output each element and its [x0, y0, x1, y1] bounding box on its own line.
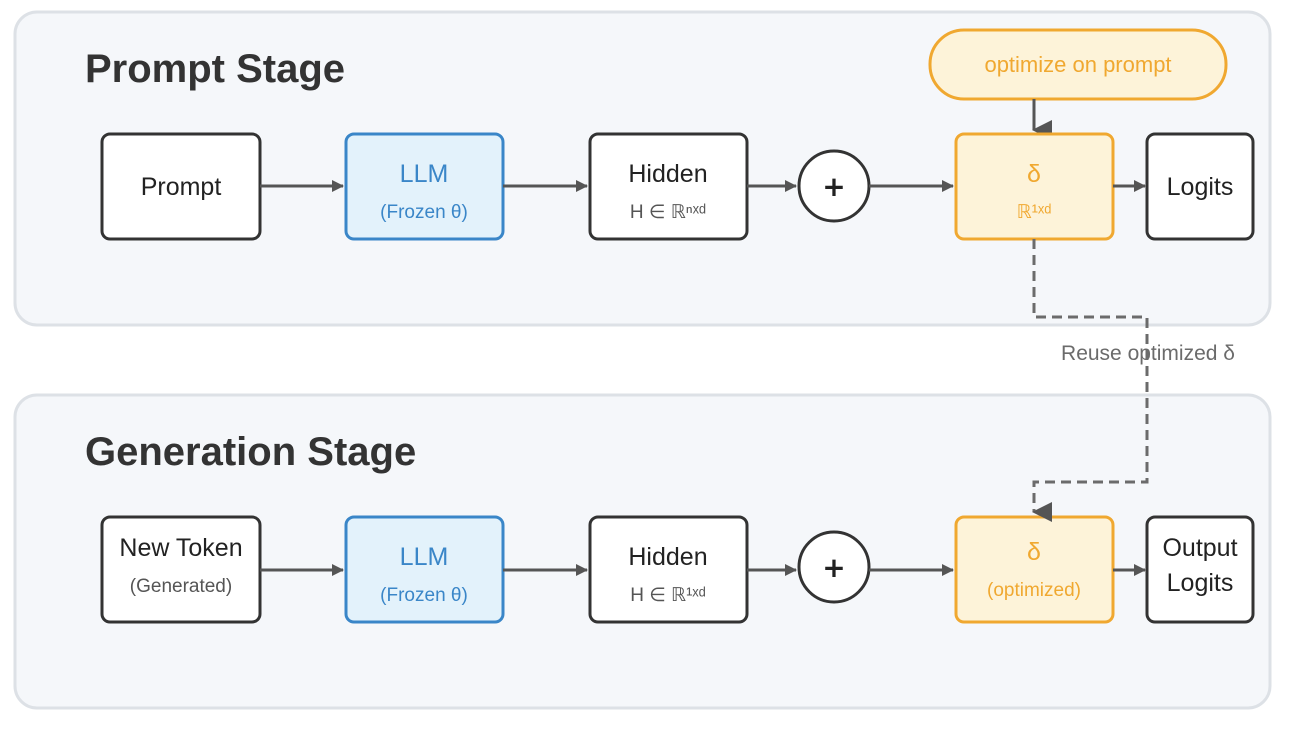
prompt-box-label: Prompt — [141, 173, 222, 201]
hidden-box-sublabel: H ∈ ℝⁿˣᵈ — [630, 202, 706, 223]
output-logits-box — [1145, 515, 1255, 624]
gen-hidden-box-sublabel: H ∈ ℝ¹ˣᵈ — [630, 585, 706, 606]
gen-delta-box-sublabel: (optimized) — [987, 580, 1081, 601]
optimize-badge — [928, 28, 1228, 101]
new-token-box-label: New Token — [119, 534, 242, 562]
prompt-stage-title: Prompt Stage — [85, 47, 345, 91]
optimize-badge-label: optimize on prompt — [984, 52, 1171, 77]
new-token-box-sublabel: (Generated) — [130, 576, 232, 597]
prompt-stage-panel: Prompt Stage optimize on prompt Prompt L… — [13, 10, 1272, 327]
llm-box-sublabel: (Frozen θ) — [380, 202, 468, 223]
new-token-box — [100, 515, 262, 624]
output-logits-label-line1: Output — [1162, 534, 1237, 562]
reuse-delta-connector — [1032, 239, 1149, 522]
hidden-box-label: Hidden — [628, 160, 707, 188]
gen-hidden-box-label: Hidden — [628, 543, 707, 571]
generation-stage-title: Generation Stage — [85, 430, 416, 474]
gen-delta-box — [954, 515, 1115, 624]
output-logits-label-line2: Logits — [1167, 569, 1234, 597]
logits-box-label: Logits — [1167, 173, 1234, 201]
gen-plus-sign: + — [822, 551, 845, 584]
llm-box-label: LLM — [400, 160, 449, 188]
gen-plus-node — [797, 530, 871, 604]
gen-llm-box-label: LLM — [400, 543, 449, 571]
reuse-delta-label: Reuse optimized δ — [1061, 342, 1235, 365]
gen-delta-box-label: δ — [1027, 538, 1041, 566]
delta-box-sublabel: ℝ¹ˣᵈ — [1017, 202, 1052, 223]
plus-sign: + — [822, 170, 845, 203]
generation-stage-panel: Generation Stage New Token (Generated) L… — [13, 393, 1272, 710]
gen-llm-box-sublabel: (Frozen θ) — [380, 585, 468, 606]
logits-box — [1145, 132, 1255, 241]
delta-box-label: δ — [1027, 160, 1041, 188]
